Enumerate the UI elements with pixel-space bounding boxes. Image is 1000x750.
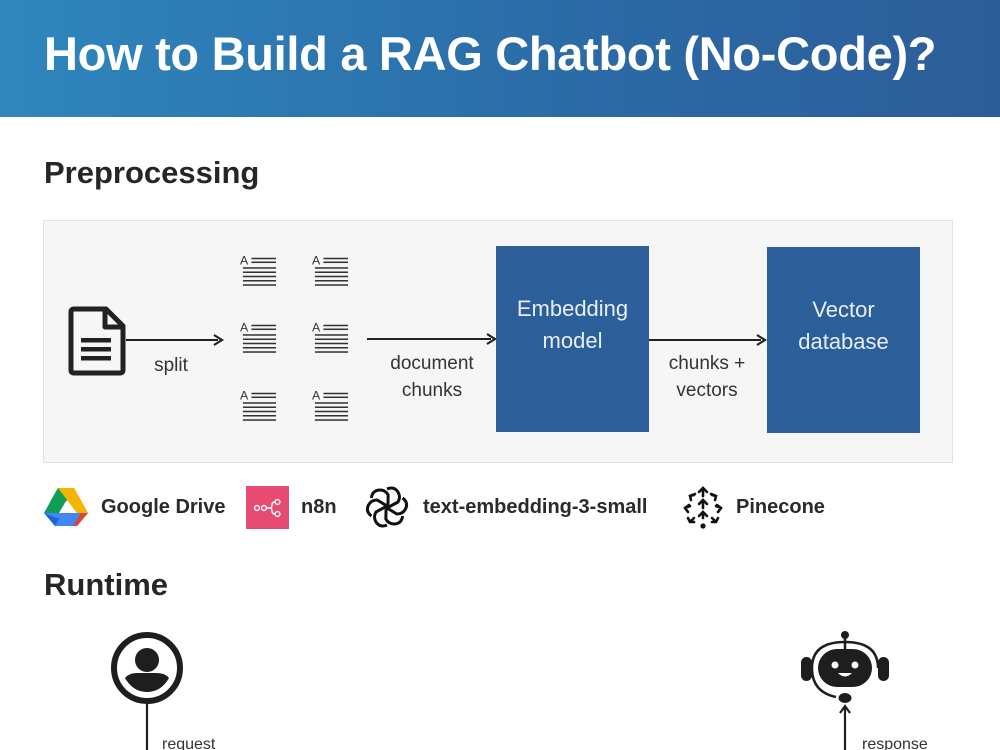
tool-label: Google Drive — [101, 495, 226, 518]
page-title: How to Build a RAG Chatbot (No-Code)? — [44, 27, 937, 80]
svg-text:A: A — [312, 253, 321, 267]
google-drive-icon — [44, 488, 88, 526]
tool-pinecone: Pinecone — [682, 484, 825, 530]
document-chunks-label: document chunks — [390, 353, 474, 401]
svg-text:A: A — [312, 320, 321, 334]
request-label: request — [162, 736, 216, 750]
header-banner: How to Build a RAG Chatbot (No-Code)? — [0, 0, 1000, 117]
tool-label: Pinecone — [736, 495, 825, 518]
vector-database-box: Vector database — [767, 247, 920, 433]
svg-text:A: A — [240, 320, 249, 334]
tool-google-drive: Google Drive — [43, 484, 225, 530]
text-chunk-icon: A — [312, 253, 349, 286]
embedding-model-box: Embedding model — [496, 246, 649, 432]
embedding-to-vector-arrow — [649, 334, 768, 346]
openai-icon — [365, 486, 409, 528]
svg-text:A: A — [240, 388, 249, 402]
document-icon — [68, 306, 126, 376]
text-chunk-icon: A — [240, 320, 277, 353]
text-chunk-icon: A — [240, 388, 277, 421]
tool-n8n: n8n — [246, 484, 337, 530]
pinecone-icon — [683, 486, 723, 529]
chunks-to-embedding-arrow — [367, 333, 498, 345]
preprocessing-heading: Preprocessing — [44, 155, 260, 190]
text-chunk-icon: A — [240, 253, 277, 286]
n8n-icon — [246, 485, 289, 529]
svg-text:A: A — [240, 253, 249, 267]
text-chunk-icon: A — [312, 388, 349, 421]
chatbot-icon — [801, 631, 889, 750]
svg-text:A: A — [312, 388, 321, 402]
runtime-heading: Runtime — [44, 567, 168, 602]
split-label: split — [154, 355, 188, 376]
tool-label: n8n — [301, 495, 337, 518]
response-label: response — [862, 736, 928, 750]
chunks-vectors-label: chunks + vectors — [668, 353, 746, 401]
user-icon — [111, 632, 183, 750]
split-arrow — [126, 334, 225, 346]
text-chunk-icon: A — [312, 320, 349, 353]
tool-label: text-embedding-3-small — [423, 495, 648, 518]
tool-openai-embedding: text-embedding-3-small — [363, 484, 647, 530]
